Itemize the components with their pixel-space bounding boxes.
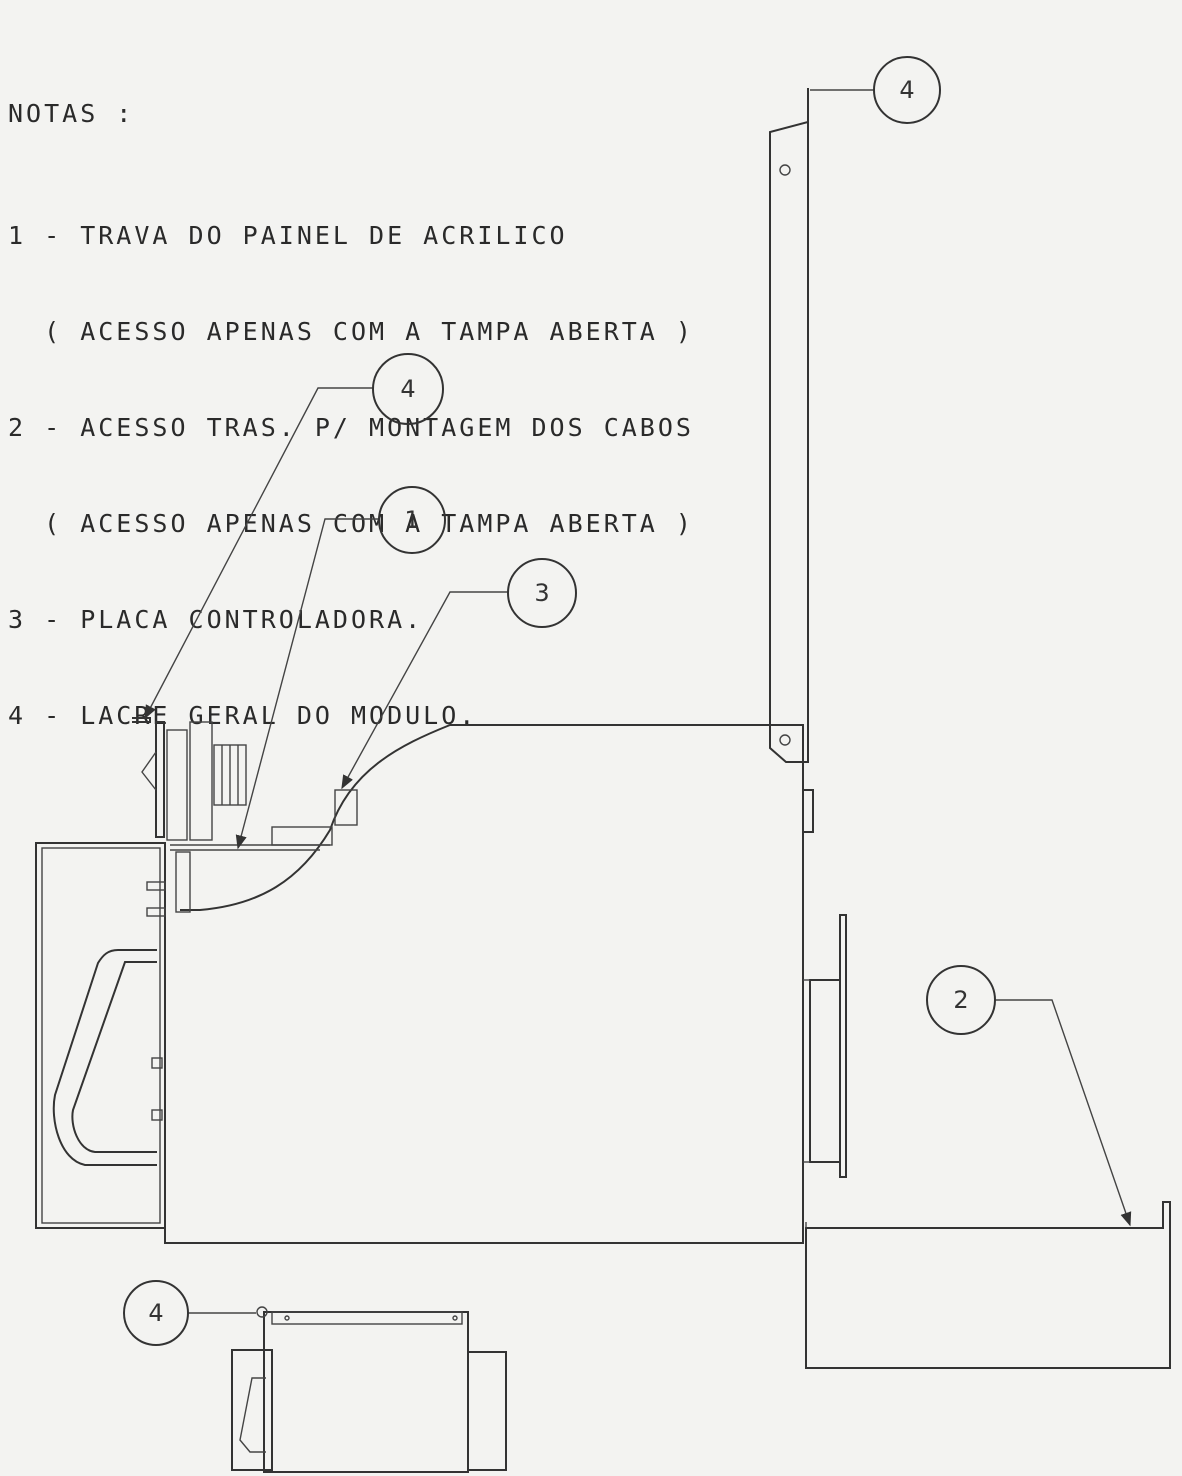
balloon-4-bottom-label: 4 (148, 1299, 163, 1327)
rear-bracket (769, 88, 809, 763)
module-body (164, 724, 814, 1244)
front-door (35, 842, 166, 1229)
acrylic-lock-assembly (132, 717, 358, 913)
bracket-hole-bottom (779, 734, 791, 746)
balloon-3: 3 (507, 558, 577, 628)
overview-view (231, 1306, 507, 1473)
note-2: 2 - ACESSO TRAS. P/ MONTAGEM DOS CABOS (8, 413, 694, 442)
balloon-3-label: 3 (534, 579, 549, 607)
balloon-4-top-left: 4 (372, 353, 444, 425)
balloon-4-top-left-label: 4 (400, 375, 415, 403)
balloon-2: 2 (926, 965, 996, 1035)
note-1-detail: ( ACESSO APENAS COM A TAMPA ABERTA ) (8, 317, 694, 346)
note-3: 3 - PLACA CONTROLADORA. (8, 605, 424, 634)
balloon-2-label: 2 (953, 986, 968, 1014)
balloon-1: 1 (378, 486, 446, 554)
door-handle (52, 949, 157, 1166)
balloon-4-top-right: 4 (873, 56, 941, 124)
note-1: 1 - TRAVA DO PAINEL DE ACRILICO (8, 221, 568, 250)
rear-access-plate (803, 914, 847, 1178)
balloon-4-bottom: 4 (123, 1280, 189, 1346)
leader-lines (144, 89, 1132, 1314)
balloon-1-label: 1 (404, 506, 419, 534)
notes-title: NOTAS : (8, 99, 135, 128)
notes-block: NOTAS : 1 - TRAVA DO PAINEL DE ACRILICO … (8, 34, 694, 764)
note-2-detail: ( ACESSO APENAS COM A TAMPA ABERTA ) (8, 509, 694, 538)
bracket-hole-top (779, 164, 791, 176)
open-lid (805, 1201, 1171, 1369)
balloon-4-top-right-label: 4 (899, 76, 914, 104)
